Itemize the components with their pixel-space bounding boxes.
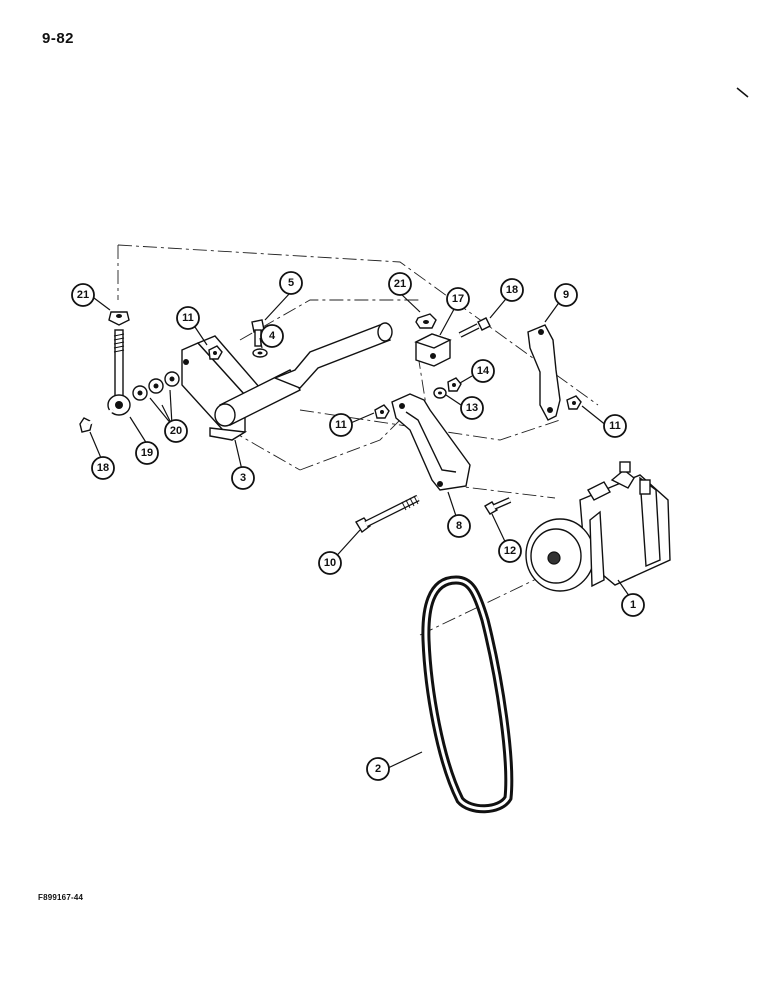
callout-11-right: 11 — [603, 414, 627, 438]
callout-1: 1 — [621, 593, 645, 617]
svg-text:8: 8 — [456, 520, 462, 532]
callout-14: 14 — [471, 359, 495, 383]
callout-11-left: 11 — [176, 306, 200, 330]
svg-text:4: 4 — [269, 330, 276, 342]
figure-code: F899167-44 — [38, 893, 84, 902]
callout-5: 5 — [279, 271, 303, 295]
callout-18-right: 18 — [500, 278, 524, 302]
svg-text:21: 21 — [77, 289, 89, 301]
washer-13 — [433, 387, 447, 399]
bracket-9 — [527, 324, 561, 421]
svg-text:11: 11 — [182, 312, 194, 324]
nut-11-right — [566, 395, 582, 410]
callout-21-left: 21 — [71, 283, 95, 307]
svg-text:18: 18 — [506, 284, 518, 296]
callout-4: 4 — [260, 324, 284, 348]
svg-text:9: 9 — [563, 289, 569, 301]
callout-12: 12 — [498, 539, 522, 563]
callout-21-right: 21 — [388, 272, 412, 296]
callout-20: 20 — [164, 419, 188, 443]
callout-9: 9 — [554, 283, 578, 307]
bolt-10 — [355, 494, 420, 534]
svg-text:2: 2 — [375, 763, 381, 775]
svg-text:21: 21 — [394, 278, 406, 290]
callout-11-middle: 11 — [329, 413, 353, 437]
nut-14 — [447, 377, 462, 392]
svg-text:13: 13 — [466, 402, 478, 414]
svg-text:18: 18 — [97, 462, 109, 474]
washer-4 — [252, 348, 268, 358]
page-number: 9-82 — [42, 30, 75, 47]
bolt-left — [79, 408, 114, 433]
compressor — [525, 461, 671, 592]
svg-text:3: 3 — [240, 472, 246, 484]
callout-8: 8 — [447, 514, 471, 538]
stray-mark — [736, 87, 749, 98]
svg-text:11: 11 — [335, 419, 347, 431]
center-lines — [117, 244, 599, 636]
bracket-8 — [391, 393, 471, 491]
bolt-18-right — [458, 317, 491, 338]
mounting-bracket — [181, 322, 393, 441]
adjust-block — [414, 333, 452, 367]
callout-2: 2 — [366, 757, 390, 781]
svg-text:20: 20 — [170, 425, 182, 437]
callout-3: 3 — [231, 466, 255, 490]
rod-eye-bolt — [107, 329, 131, 416]
svg-text:10: 10 — [324, 557, 336, 569]
svg-text:14: 14 — [477, 365, 490, 377]
svg-text:19: 19 — [141, 447, 153, 459]
nut-top-left — [108, 311, 130, 326]
svg-text:1: 1 — [630, 599, 636, 611]
callout-19: 19 — [135, 441, 159, 465]
svg-text:5: 5 — [288, 277, 294, 289]
washers — [132, 371, 180, 401]
callout-13: 13 — [460, 396, 484, 420]
nut-11-left — [208, 345, 223, 360]
callout-10: 10 — [318, 551, 342, 575]
drive-belt — [421, 575, 514, 814]
callout-17: 17 — [446, 287, 470, 311]
bolt-12 — [484, 497, 512, 515]
svg-text:12: 12 — [504, 545, 516, 557]
nut-21-right — [415, 313, 437, 329]
callout-18-left: 18 — [91, 456, 115, 480]
svg-text:11: 11 — [609, 420, 621, 432]
svg-text:17: 17 — [452, 293, 464, 305]
nut-11-middle — [374, 404, 390, 419]
